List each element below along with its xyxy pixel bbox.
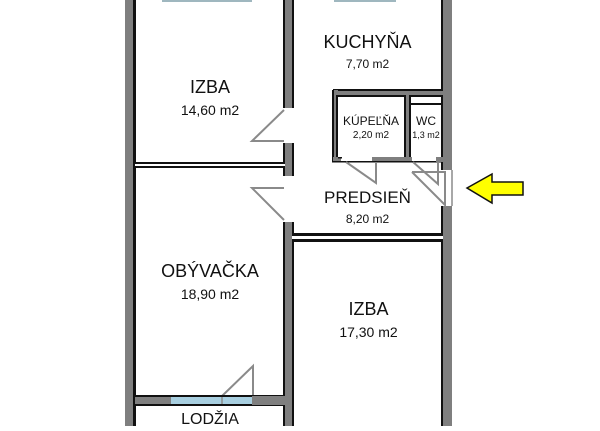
wall-middle — [283, 0, 294, 426]
lodzia-window — [171, 397, 252, 404]
room-izba-2: IZBA 17,30 m2 — [294, 299, 443, 340]
window-top-kuchyna — [334, 0, 396, 2]
door-izba[interactable] — [249, 109, 285, 142]
room-name: IZBA — [189, 77, 230, 97]
wall-left-outer — [125, 0, 136, 426]
door-lodzia[interactable] — [221, 363, 254, 397]
room-area: 8,20 m2 — [345, 212, 390, 226]
room-izba-1: IZBA 14,60 m2 — [135, 77, 285, 118]
wall-bottom-lodzia — [133, 395, 285, 426]
window-top-izba — [162, 0, 252, 2]
room-area: 7,70 m2 — [345, 57, 390, 71]
room-kuchyna: KUCHYŇA 7,70 m2 — [294, 32, 441, 71]
bathroom-block — [332, 89, 443, 163]
room-obyvacka: OBÝVAČKA 18,90 m2 — [135, 261, 285, 302]
room-lodzia: LODŽIA — [135, 411, 285, 429]
door-kupelna[interactable] — [345, 161, 377, 185]
wall-right-outer — [441, 0, 453, 426]
room-name: KÚPEĽŇA — [342, 114, 400, 128]
door-wc[interactable] — [412, 161, 439, 187]
room-area: 18,90 m2 — [180, 286, 240, 302]
room-name: IZBA — [348, 299, 389, 319]
wall-predsien-izba — [292, 233, 443, 242]
door-obyvacka[interactable] — [249, 187, 285, 221]
room-wc: WC 1,3 m2 — [410, 114, 442, 140]
room-name: KUCHYŇA — [323, 32, 412, 52]
room-area: 14,60 m2 — [180, 102, 240, 118]
room-name: OBÝVAČKA — [161, 261, 259, 281]
arrow-left-icon — [465, 172, 524, 205]
room-kupelna: KÚPEĽŇA 2,20 m2 — [338, 114, 404, 141]
room-name: PREDSIEŇ — [324, 188, 411, 207]
door-entrance[interactable] — [411, 171, 446, 208]
room-name: LODŽIA — [181, 411, 239, 428]
room-predsien: PREDSIEŇ 8,20 m2 — [294, 188, 441, 226]
room-name: WC — [416, 114, 436, 128]
room-area: 1,3 m2 — [412, 130, 440, 140]
wall-izba-obyvacka — [135, 162, 285, 168]
room-area: 17,30 m2 — [339, 324, 398, 340]
room-area: 2,20 m2 — [352, 130, 390, 141]
